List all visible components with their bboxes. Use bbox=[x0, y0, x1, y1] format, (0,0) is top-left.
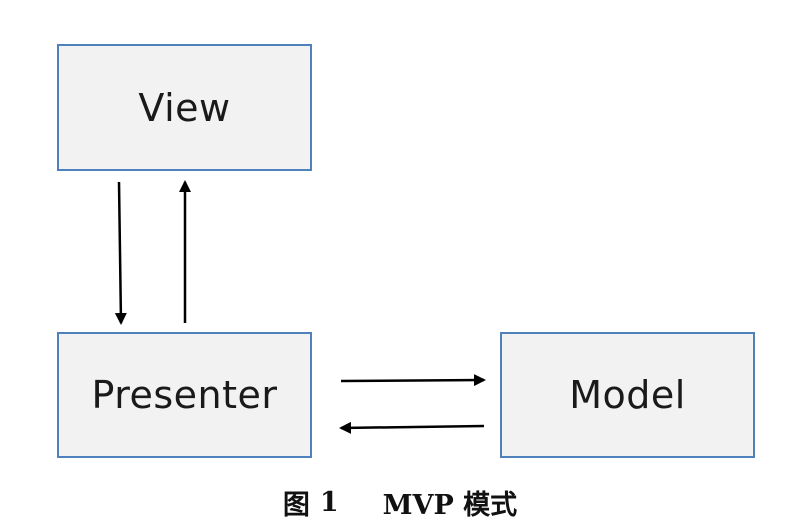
caption-number: 1 bbox=[319, 486, 339, 518]
model-label: Model bbox=[569, 373, 686, 417]
arrow-presenter-to-model bbox=[340, 374, 486, 387]
presenter-box: Presenter bbox=[57, 332, 312, 458]
arrow-view-to-presenter bbox=[114, 181, 127, 325]
figure-caption: 图 1 MVP 模式 bbox=[0, 478, 800, 526]
caption-title: MVP 模式 bbox=[382, 489, 518, 521]
model-box: Model bbox=[500, 332, 755, 458]
arrow-model-to-presenter bbox=[339, 421, 485, 434]
caption-prefix: 图 bbox=[282, 489, 310, 521]
view-box: View bbox=[57, 44, 312, 171]
presenter-label: Presenter bbox=[91, 373, 278, 417]
view-label: View bbox=[138, 85, 231, 130]
